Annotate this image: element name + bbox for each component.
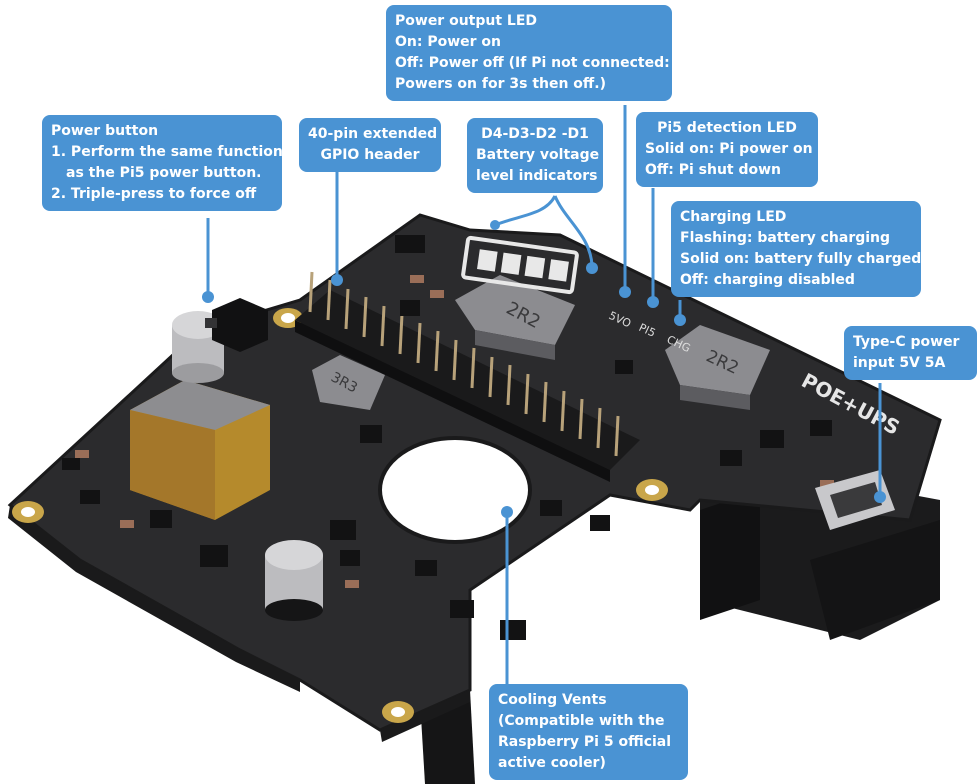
callout-line: 2. Triple-press to force off [51, 186, 257, 202]
callout-line: Off: charging disabled [680, 272, 855, 288]
callout-line: Battery voltage [476, 147, 600, 163]
callout-line: Flashing: battery charging [680, 230, 891, 246]
callout-title: Power button [51, 123, 159, 139]
callout-line: Off: Power off (If Pi not connected: [395, 55, 670, 71]
power-button [205, 298, 268, 352]
gpio-header [295, 271, 640, 482]
callout-battery-leds: D4-D3-D2 -D1 Battery voltage level indic… [467, 118, 603, 193]
callout-title: D4-D3-D2 -D1 [481, 126, 589, 142]
callout-line: Off: Pi shut down [645, 162, 782, 178]
callout-gpio-header: 40-pin extended GPIO header [299, 118, 441, 172]
callout-line: 1. Perform the same function [51, 144, 283, 160]
callout-cooling-vents: Cooling Vents (Compatible with the Raspb… [489, 684, 688, 780]
callout-line: active cooler) [498, 755, 606, 771]
inductor-right: 2R2 [665, 325, 770, 410]
usb-c-port [815, 470, 895, 530]
smd-resistors [75, 275, 834, 588]
callout-line: Solid on: battery fully charged [680, 251, 922, 267]
transformer [130, 380, 270, 520]
callout-line: input 5V 5A [853, 355, 946, 371]
leader-lines [206, 105, 882, 684]
leader-dots [202, 220, 886, 518]
callout-line: On: Power on [395, 34, 502, 50]
inductor-left: 3R3 [312, 355, 385, 410]
callout-title: 40-pin extended [308, 126, 438, 142]
battery-level-leds [461, 235, 579, 295]
callout-line: Solid on: Pi power on [645, 141, 813, 157]
cooling-vent-hole [378, 436, 532, 544]
callout-title: Type-C power [853, 334, 960, 350]
callout-line: Raspberry Pi 5 official [498, 734, 672, 750]
callout-power-button: Power button 1. Perform the same functio… [42, 115, 283, 211]
callout-line: as the Pi5 power button. [66, 165, 262, 181]
svg-text:PI5: PI5 [637, 321, 658, 340]
callout-type-c-power: Type-C power input 5V 5A [844, 326, 977, 380]
callout-line: GPIO header [320, 147, 420, 163]
callout-line: level indicators [476, 168, 598, 184]
callout-title: Pi5 detection LED [657, 120, 797, 136]
smd-components [62, 235, 832, 640]
callout-title: Power output LED [395, 13, 538, 29]
callout-power-output-led: Power output LED On: Power on Off: Power… [386, 5, 672, 101]
callout-pi5-detection-led: Pi5 detection LED Solid on: Pi power on … [636, 112, 818, 187]
callout-title: Cooling Vents [498, 692, 607, 708]
callout-line: (Compatible with the [498, 713, 665, 729]
inductor-main: 2R2 [455, 275, 575, 360]
capacitor-bottom [265, 540, 323, 621]
callout-title: Charging LED [680, 209, 787, 225]
callout-line: Powers on for 3s then off.) [395, 76, 606, 92]
callout-charging-led: Charging LED Flashing: battery charging … [671, 201, 921, 297]
